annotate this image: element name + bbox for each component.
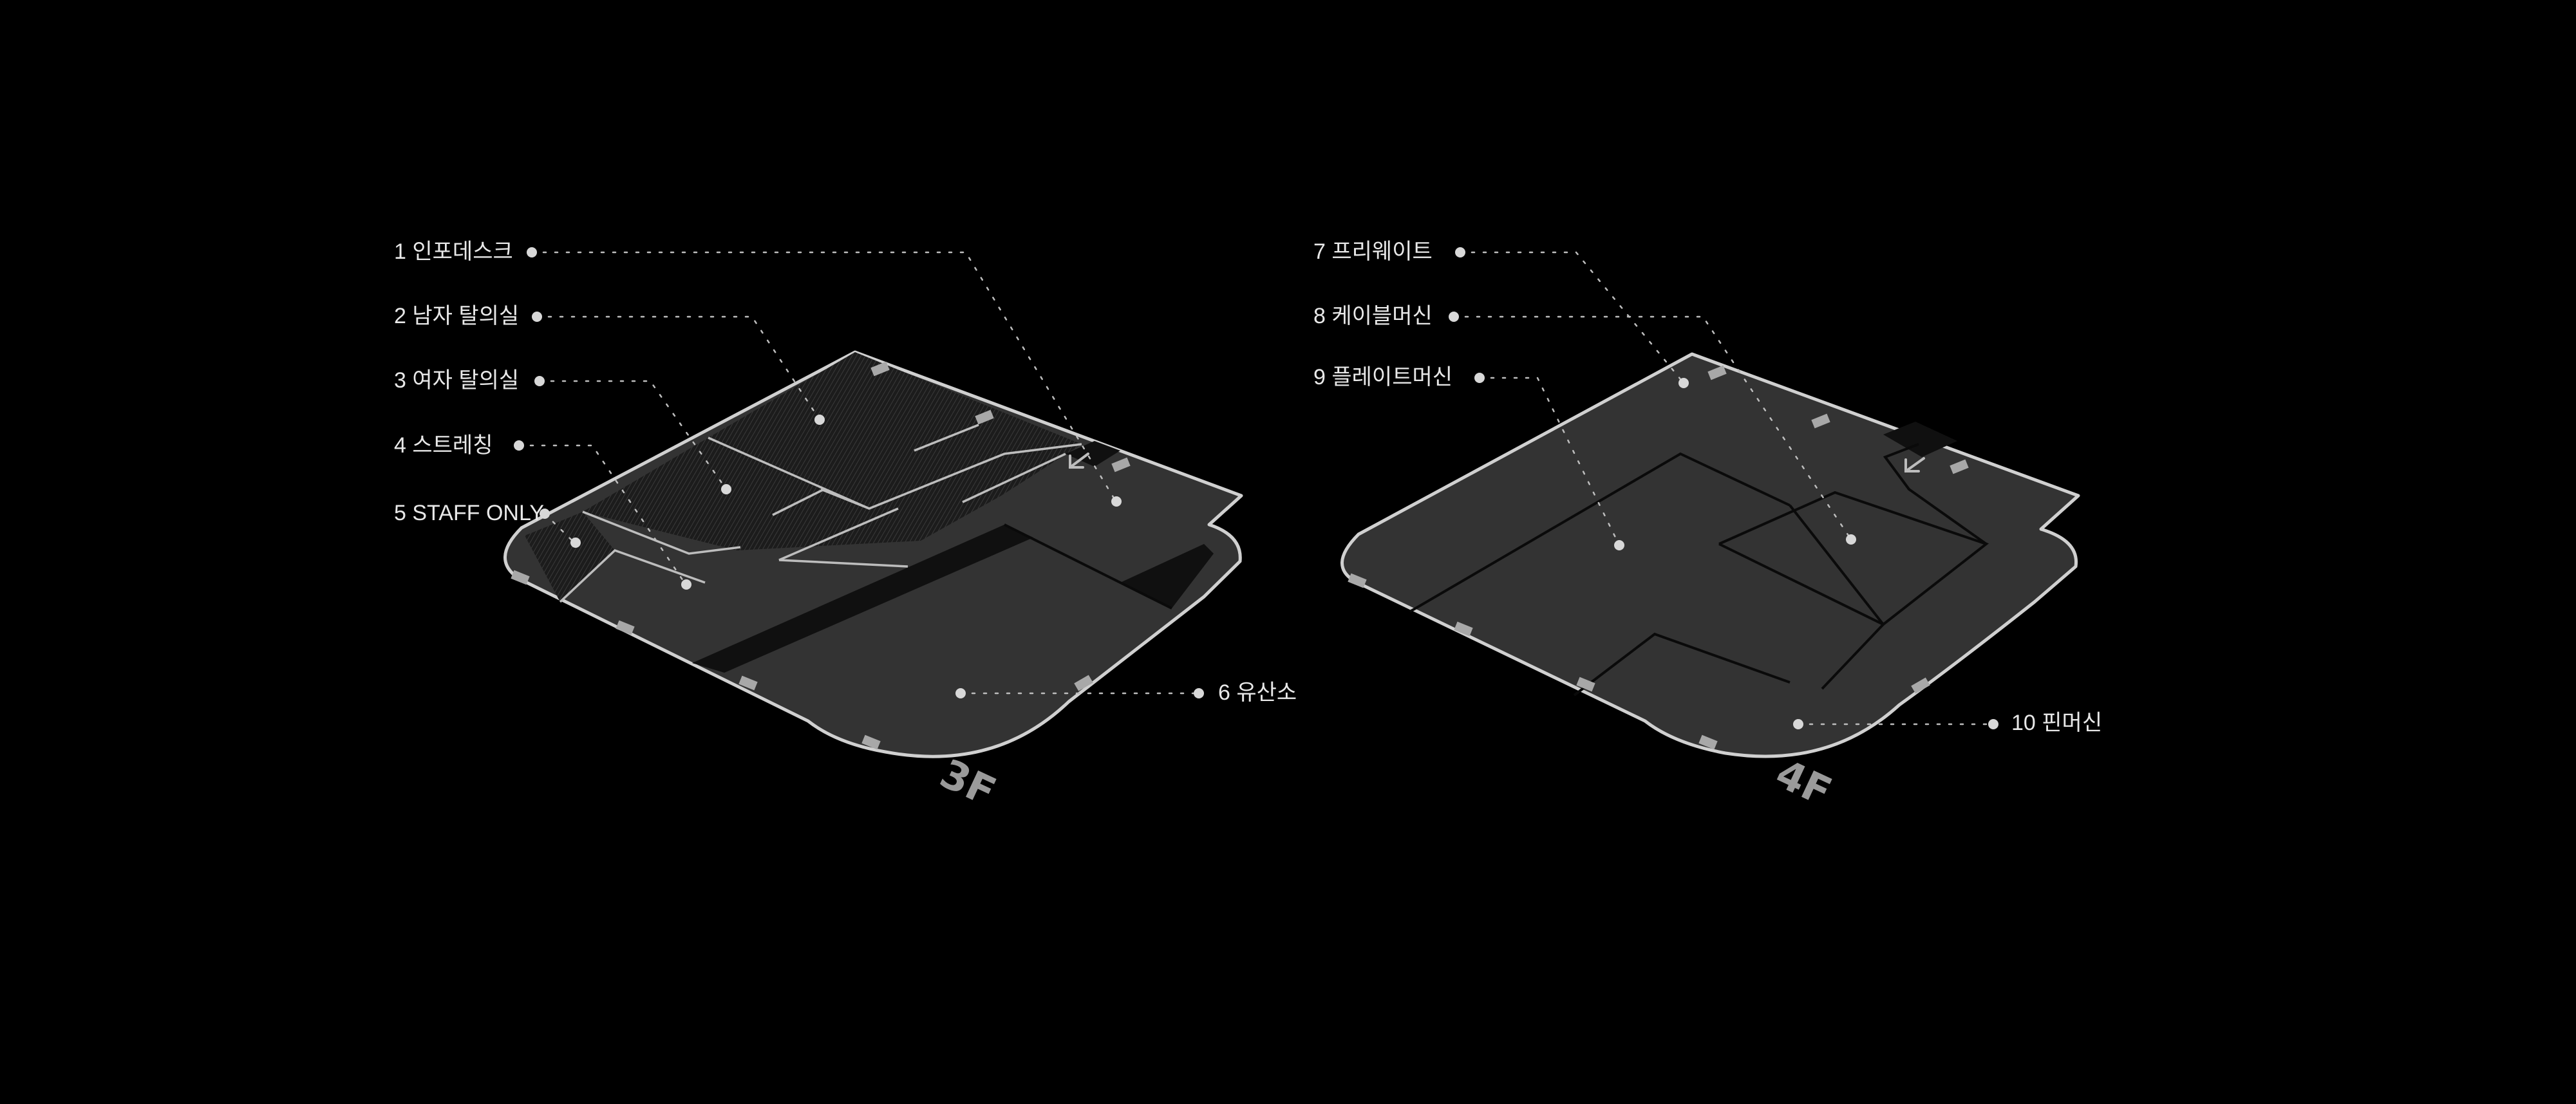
wall-3f-c [559,548,706,603]
floor-label-4f: 4F [1769,750,1838,816]
corridor-band-4f [1883,422,1957,457]
area-label-cable-machine: 8 케이블머신 [1313,304,1433,328]
area-label-infodesk: 1 인포데스크 [394,239,513,264]
floor-3f-markers [514,247,1204,698]
arrow-down-left-icon [1904,457,1925,472]
corridor-band-3 [1066,441,1120,467]
location-dot-icon [532,312,542,322]
location-dot-icon [1474,373,1485,383]
location-dot-icon [814,415,825,425]
location-dot-icon [721,484,731,494]
floor-4f-markers [1449,247,1998,729]
location-dot-icon [1793,719,1803,729]
wall-3f-j [1004,523,1172,610]
area-label-plate-machine: 9 플레이트머신 [1313,365,1453,389]
location-dot-icon [1455,247,1465,257]
wall-3f-f [914,424,979,452]
area-label-stretching: 4 스트레칭 [394,433,493,458]
area-label-pin-machine: 10 핀머신 [2011,711,2102,735]
wall-3f-h [820,488,870,510]
floor-4f-ticks [1348,365,1969,750]
location-dot-icon [1449,312,1459,322]
area-label-women-locker: 3 여자 탈의실 [394,368,519,393]
zone-locker-rooms [583,352,1082,550]
corridor-band-1 [692,525,1033,673]
location-dot-icon [540,509,550,519]
location-dot-icon [681,579,691,590]
location-dot-icon [1678,378,1689,388]
corridor-band-2 [1120,544,1214,608]
floor-3f-leaders [518,251,1200,695]
location-dot-icon [534,376,545,386]
location-dot-icon [527,247,537,257]
location-dot-icon [1846,534,1856,545]
wall-3f-e [772,488,825,516]
floor-label-3f: 3F [933,750,1002,816]
location-dot-icon [570,538,581,548]
floor-3f: 1 인포데스크 2 남자 탈의실 3 여자 탈의실 4 스트레칭 5 STAFF… [394,239,1297,816]
location-dot-icon [955,688,966,698]
arrow-down-left-icon [1069,453,1089,469]
area-label-staff-only: 5 STAFF ONLY [394,501,544,525]
area-label-cardio: 6 유산소 [1218,680,1297,705]
wall-3f-a [708,436,1082,510]
location-dot-icon [1988,719,1998,729]
floor-4f-walls [1409,443,1989,697]
area-label-free-weight: 7 프리웨이트 [1313,239,1433,264]
floor-4f-leaders [1453,251,1995,725]
zone-staff-only [525,512,615,602]
location-dot-icon [1194,688,1204,698]
floor-4f: 7 프리웨이트 8 케이블머신 9 플레이트머신 10 핀머신 4F [1313,239,2102,816]
location-dot-icon [1111,496,1122,507]
location-dot-icon [514,440,524,451]
wall-3f-b [582,510,741,555]
floor-4f-outline [1340,352,2080,758]
wall-3f-g [962,453,1066,503]
floor-3f-ticks [511,361,1131,750]
wall-3f-d [778,507,899,561]
wall-3f-i [778,559,908,568]
area-label-men-locker: 2 남자 탈의실 [394,304,519,328]
location-dot-icon [1614,540,1624,550]
